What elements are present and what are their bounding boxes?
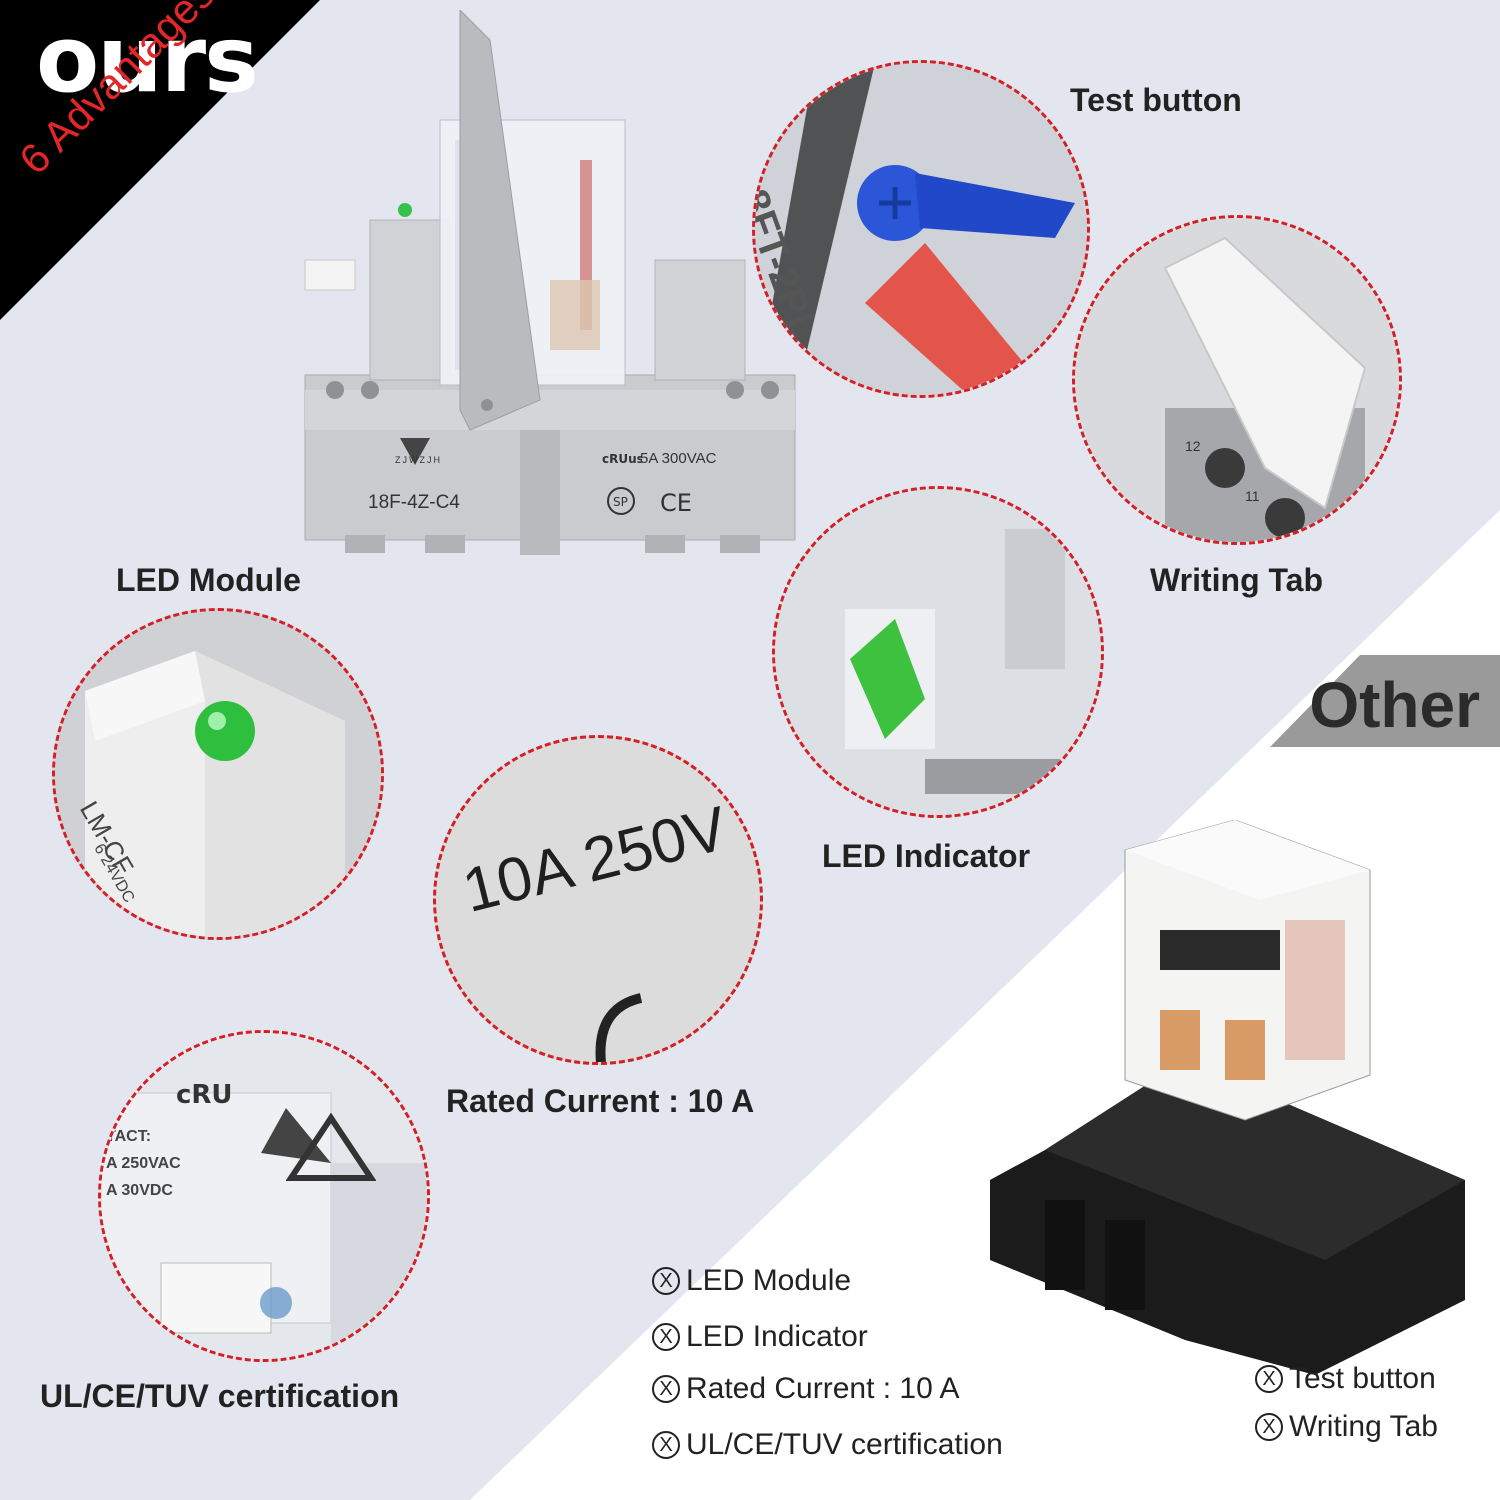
test-button-closeup: 18FT-2PL — [752, 60, 1090, 398]
rating-print: 5A 300VAC — [640, 450, 717, 467]
writing-tab-closeup: 12 11 — [1072, 215, 1402, 545]
led-module-label: LED Module — [116, 562, 301, 598]
missing-test-button-text: Test button — [1289, 1362, 1436, 1395]
led-indicator-illustration — [775, 489, 1101, 815]
missing-led-indicator-text: LED Indicator — [686, 1320, 868, 1353]
certification-illustration — [101, 1033, 427, 1359]
cross-icon: X — [652, 1323, 680, 1351]
writing-tab-illustration — [1075, 218, 1399, 542]
cross-icon: X — [652, 1431, 680, 1459]
missing-led-module: X LED Module — [652, 1264, 851, 1298]
tuv-mark-icon — [286, 1113, 376, 1181]
writing-tab-label: Writing Tab — [1150, 562, 1324, 598]
ul-mark-icon: cRU — [176, 1080, 233, 1110]
writing-tab-number-a: 12 — [1185, 438, 1201, 454]
missing-writing-tab-text: Writing Tab — [1289, 1410, 1438, 1443]
svg-text:SP: SP — [613, 495, 628, 509]
led-module-illustration — [55, 611, 381, 937]
rated-current-closeup: 10A 250V — [433, 735, 763, 1065]
writing-tab-number-b: 11 — [1245, 488, 1260, 504]
brand-mark-print: ZJWZJH — [395, 455, 442, 465]
brand-ours: ours — [36, 6, 259, 113]
svg-text:CE: CE — [660, 489, 692, 517]
csa-ce-icon: SP CE — [607, 487, 692, 517]
cert-print-c: A 30VDC — [106, 1182, 173, 1199]
missing-rated-current-text: Rated Current : 10 A — [686, 1372, 960, 1405]
led-indicator-label: LED Indicator — [822, 838, 1031, 874]
cul-us-icon: cRUus — [602, 452, 642, 466]
cross-icon: X — [652, 1375, 680, 1403]
corner-banner — [0, 0, 320, 320]
cross-icon: X — [1255, 1365, 1283, 1393]
relay-socket-product — [304, 10, 796, 555]
led-indicator-closeup — [772, 486, 1104, 818]
missing-led-indicator: X LED Indicator — [652, 1320, 868, 1354]
svg-text:cRU: cRU — [176, 1080, 233, 1110]
certification-label: UL/CE/TUV certification — [40, 1378, 400, 1414]
cross-icon: X — [652, 1267, 680, 1295]
cert-print-a: TACT: — [106, 1128, 152, 1145]
missing-rated-current: X Rated Current : 10 A — [652, 1372, 960, 1406]
competitor-relay — [990, 820, 1465, 1375]
missing-certification: X UL/CE/TUV certification — [652, 1428, 1003, 1462]
rated-current-label: Rated Current : 10 A — [446, 1083, 755, 1119]
model-number-print: 18F-4Z-C4 — [368, 492, 460, 513]
rating-closeup-print: 10A 250V — [456, 793, 734, 926]
missing-led-module-text: LED Module — [686, 1264, 852, 1297]
cert-print-b: A 250VAC — [106, 1155, 181, 1172]
other-label: Other — [1309, 669, 1480, 741]
missing-test-button: X Test button — [1255, 1362, 1436, 1396]
test-button-illustration — [755, 63, 1087, 395]
missing-writing-tab: X Writing Tab — [1255, 1410, 1438, 1444]
test-button-label: Test button — [1070, 82, 1242, 118]
led-module-closeup: LM-CF 6 24VDC — [52, 608, 384, 940]
cross-icon: X — [1255, 1413, 1283, 1441]
svg-text:cRUus: cRUus — [602, 452, 642, 466]
ce-mark-icon — [595, 993, 643, 1062]
missing-certification-text: UL/CE/TUV certification — [686, 1428, 1003, 1461]
certification-closeup: cRU TACT: A 250VAC A 30VDC — [98, 1030, 430, 1362]
